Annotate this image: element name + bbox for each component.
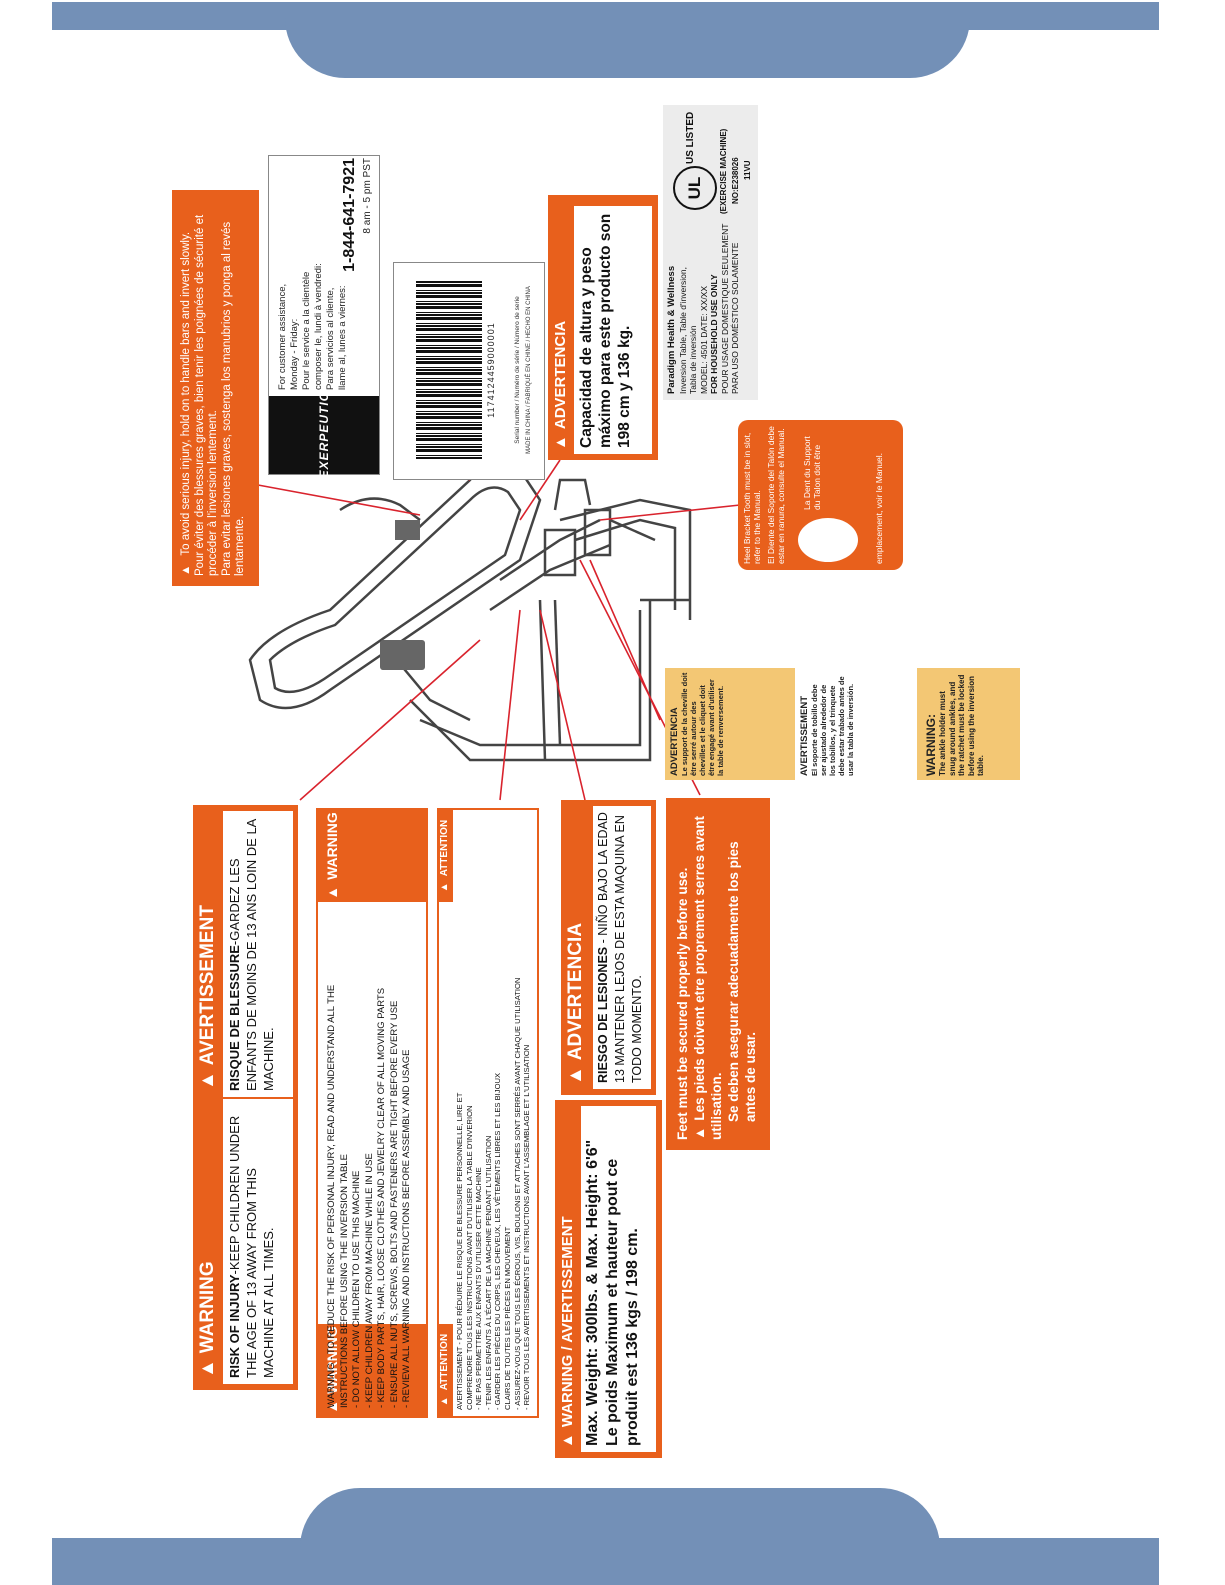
- serial-number: 1174124459000001: [486, 322, 496, 418]
- children-avert-title: AVERTISSEMENT: [197, 905, 219, 1090]
- children-warning-label: WARNING AVERTISSEMENT RISK OF INJURY-KEE…: [193, 805, 298, 1390]
- ankle-warning-title: WARNING:: [924, 714, 938, 776]
- big-warning-label: WARNING WARNING WARNING - TO REDUCE THE …: [316, 808, 428, 1418]
- ul-mark-icon: UL: [673, 166, 717, 210]
- heel-text-en: Heel Bracket Tooth must be in slot, refe…: [742, 432, 762, 564]
- max-weight-title: WARNING / AVERTISSEMENT: [559, 1216, 576, 1448]
- advertencia-title: ADVERTENCIA: [552, 321, 569, 450]
- invert-text-en: To avoid serious injury, hold on to hand…: [180, 231, 192, 556]
- attention-label: ATTENTION ATTENTION AVERTISSEMENT - POUR…: [437, 808, 539, 1418]
- big-warning-body: WARNING - TO REDUCE THE RISK OF PERSONAL…: [326, 984, 412, 1408]
- ankle-warning-section: WARNING: The ankle holder must snug arou…: [920, 668, 1020, 780]
- ankle-adv-section: ADVERTENCIA Le support de la cheville do…: [665, 668, 792, 780]
- ul-text-block: Paradigm Health & Wellness Inversion Tab…: [666, 223, 740, 395]
- feet-text-en: Feet must be secured properly before use…: [675, 867, 690, 1140]
- advertencia-text: Capacidad de altura y peso máximo para e…: [574, 206, 652, 454]
- attention-title-left: ATTENTION: [439, 810, 453, 902]
- ankle-avert-text: El soporte de tobillo debe ser ajustado …: [810, 676, 855, 776]
- service-phone: 1-844-641-7921: [341, 158, 358, 272]
- riesgo-label: ADVERTENCIA RIESGO DE LESIONES - NIÑO BA…: [561, 800, 656, 1095]
- children-avert-body: RISQUE DE BLESSURE-GARDEZ LES ENFANTS DE…: [223, 811, 293, 1097]
- footer-tab: [300, 1488, 940, 1585]
- serial-caption: Serial number / Numéro de série / Número…: [514, 296, 521, 444]
- ankle-adv-title: ADVERTENCIA: [669, 707, 680, 776]
- ankle-avert-section: AVERTISSEMENT El soporte de tobillo debe…: [795, 668, 917, 780]
- attention-title-right: ATTENTION: [439, 1324, 453, 1416]
- feet-secured-label: Feet must be secured properly before use…: [666, 798, 770, 1150]
- feet-text-es: Se deben asegurar adecuadamente los pies…: [726, 841, 758, 1122]
- ankle-adv-text: Le support de la cheville doit être serr…: [680, 672, 725, 776]
- riesgo-title: ADVERTENCIA: [565, 923, 587, 1085]
- ul-file-number: NO:E238026: [731, 157, 740, 204]
- barcode: [416, 281, 482, 459]
- brand-logo: EXERPEUTIC: [269, 392, 379, 478]
- header-tab: [285, 2, 970, 78]
- serial-barcode-label: 1174124459000001 Serial number / Numéro …: [393, 262, 545, 480]
- ankle-avert-title: AVERTISSEMENT: [799, 695, 810, 776]
- max-weight-label: WARNING / AVERTISSEMENT Max. Weight: 300…: [555, 1100, 662, 1458]
- advertencia-capacity-label: ADVERTENCIA Capacidad de altura y peso m…: [548, 195, 658, 460]
- service-hours: 8 am - 5 pm PST: [362, 158, 373, 234]
- customer-service-label: EXERPEUTIC For customer assistance, Mond…: [268, 155, 380, 478]
- made-in-text: MADE IN CHINA / FABRIQUÉ EN CHINE / HECH…: [526, 286, 532, 454]
- ankle-warning-text: The ankle holder must snug around ankles…: [938, 674, 985, 776]
- heel-text-es: El Diente del Soporte del Talón debe est…: [766, 426, 786, 564]
- service-text: For customer assistance, Monday - Friday…: [277, 263, 348, 390]
- heel-bracket-label: Heel Bracket Tooth must be in slot, refe…: [738, 420, 903, 570]
- us-listed: US LISTED: [685, 111, 696, 164]
- invert-text-fr: Pour éviter des blessures graves, bien t…: [193, 214, 220, 576]
- invert-text-es: Para evitar lesiones graves, sostenga lo…: [220, 221, 247, 576]
- invert-slowly-label: To avoid serious injury, hold on to hand…: [172, 190, 259, 586]
- heel-tooth-illustration: [798, 518, 858, 562]
- feet-text-fr: Les pieds doivent etre proprement serres…: [691, 808, 725, 1140]
- heel-text-fr-b: emplacement, voir le Manuel.: [874, 452, 884, 564]
- ul-listing-label: Paradigm Health & Wellness Inversion Tab…: [663, 105, 758, 400]
- riesgo-body: RIESGO DE LESIONES - NIÑO BAJO LA EDAD 1…: [593, 806, 651, 1089]
- exercise-machine: (EXERCISE MACHINE): [719, 128, 728, 214]
- children-warning-body: RISK OF INJURY-KEEP CHILDREN UNDER THE A…: [223, 1099, 293, 1384]
- children-warning-title: WARNING: [197, 1261, 219, 1378]
- max-weight-body: Max. Weight: 300lbs. & Max. Height: 6'6"…: [581, 1106, 656, 1452]
- heel-text-fr-a: La Dent du Support du Talon doit être: [802, 436, 822, 510]
- ankle-holder-label: WARNING: The ankle holder must snug arou…: [665, 668, 1020, 780]
- attention-body: AVERTISSEMENT - POUR RÉDUIRE LE RISQUE D…: [455, 977, 532, 1410]
- ul-code: 11VU: [743, 160, 752, 180]
